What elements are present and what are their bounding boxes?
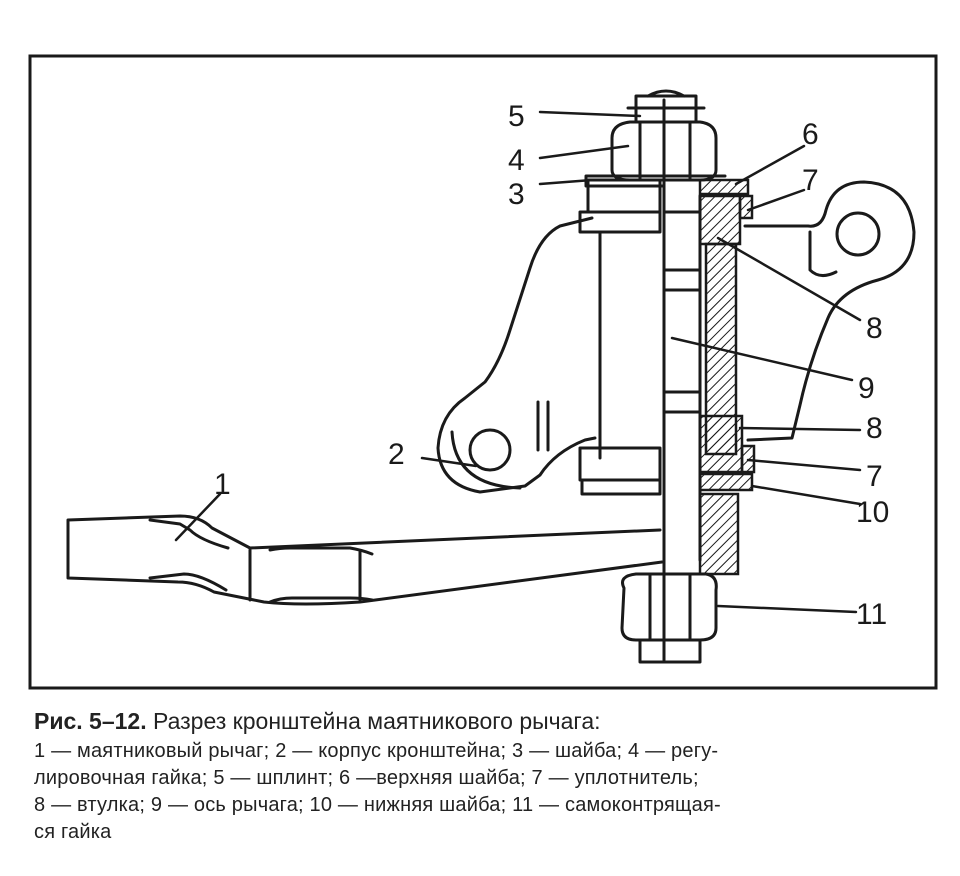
leader-7b — [746, 458, 862, 472]
bushing-upper-8 — [698, 194, 742, 246]
lever-hub-section — [698, 492, 740, 576]
caption-line: лировочная гайка; 5 — шплинт; 6 —верхняя… — [34, 767, 699, 789]
cotter-pin — [634, 94, 698, 124]
leader-10 — [750, 484, 862, 506]
leader-11 — [716, 604, 858, 614]
callout-7-lower: 7 — [866, 460, 883, 493]
caption-line: ся гайка — [34, 821, 112, 843]
leader-1 — [174, 492, 222, 542]
callout-2: 2 — [388, 438, 405, 471]
bracket-ear-right — [743, 180, 916, 442]
lower-washer-10 — [698, 472, 754, 492]
callout-5: 5 — [508, 100, 525, 133]
leader-4 — [538, 144, 630, 160]
leader-2 — [420, 456, 478, 468]
callout-7-upper: 7 — [802, 164, 819, 197]
callout-9: 9 — [858, 372, 875, 405]
leader-5 — [538, 110, 642, 118]
caption-number: Рис. 5–12. — [34, 708, 147, 734]
leader-3 — [538, 178, 594, 186]
callout-1: 1 — [214, 468, 231, 501]
callout-4: 4 — [508, 144, 525, 177]
callout-6: 6 — [802, 118, 819, 151]
bracket-lug-arc — [450, 430, 522, 490]
caption-line: 8 — втулка; 9 — ось рычага; 10 — нижняя … — [34, 794, 721, 816]
pendulum-lever — [66, 514, 664, 606]
caption-title: Разрез кронштейна маятникового рычага: — [153, 708, 601, 734]
callout-10: 10 — [856, 496, 889, 529]
callout-3: 3 — [508, 178, 525, 211]
callout-8-lower: 8 — [866, 412, 883, 445]
leader-8a — [716, 236, 862, 322]
leader-6 — [734, 144, 806, 186]
bracket-mount-hole-left — [468, 428, 512, 472]
callout-11: 11 — [856, 598, 887, 631]
bracket-mount-hole-right — [835, 211, 881, 257]
bracket-body-outline — [436, 216, 597, 494]
adjusting-nut — [610, 120, 718, 182]
bushing-lower-8 — [698, 414, 744, 474]
self-locking-nut — [620, 572, 718, 642]
figure-caption: Рис. 5–12. Разрез кронштейна маятниковог… — [34, 704, 949, 846]
caption-line: 1 — маятниковый рычаг; 2 — корпус кроншт… — [34, 740, 719, 762]
callout-8-upper: 8 — [866, 312, 883, 345]
leader-7a — [746, 188, 806, 212]
leader-8b — [738, 426, 862, 432]
leader-9 — [670, 336, 854, 382]
caption-heading: Рис. 5–12. Разрез кронштейна маятниковог… — [34, 704, 949, 738]
caption-legend: 1 — маятниковый рычаг; 2 — корпус кроншт… — [34, 738, 949, 846]
seal-upper-7 — [738, 194, 754, 220]
figure-frame — [28, 54, 938, 690]
cross-section-drawing: 5 4 3 6 7 8 9 8 2 7 10 1 11 — [28, 54, 938, 690]
